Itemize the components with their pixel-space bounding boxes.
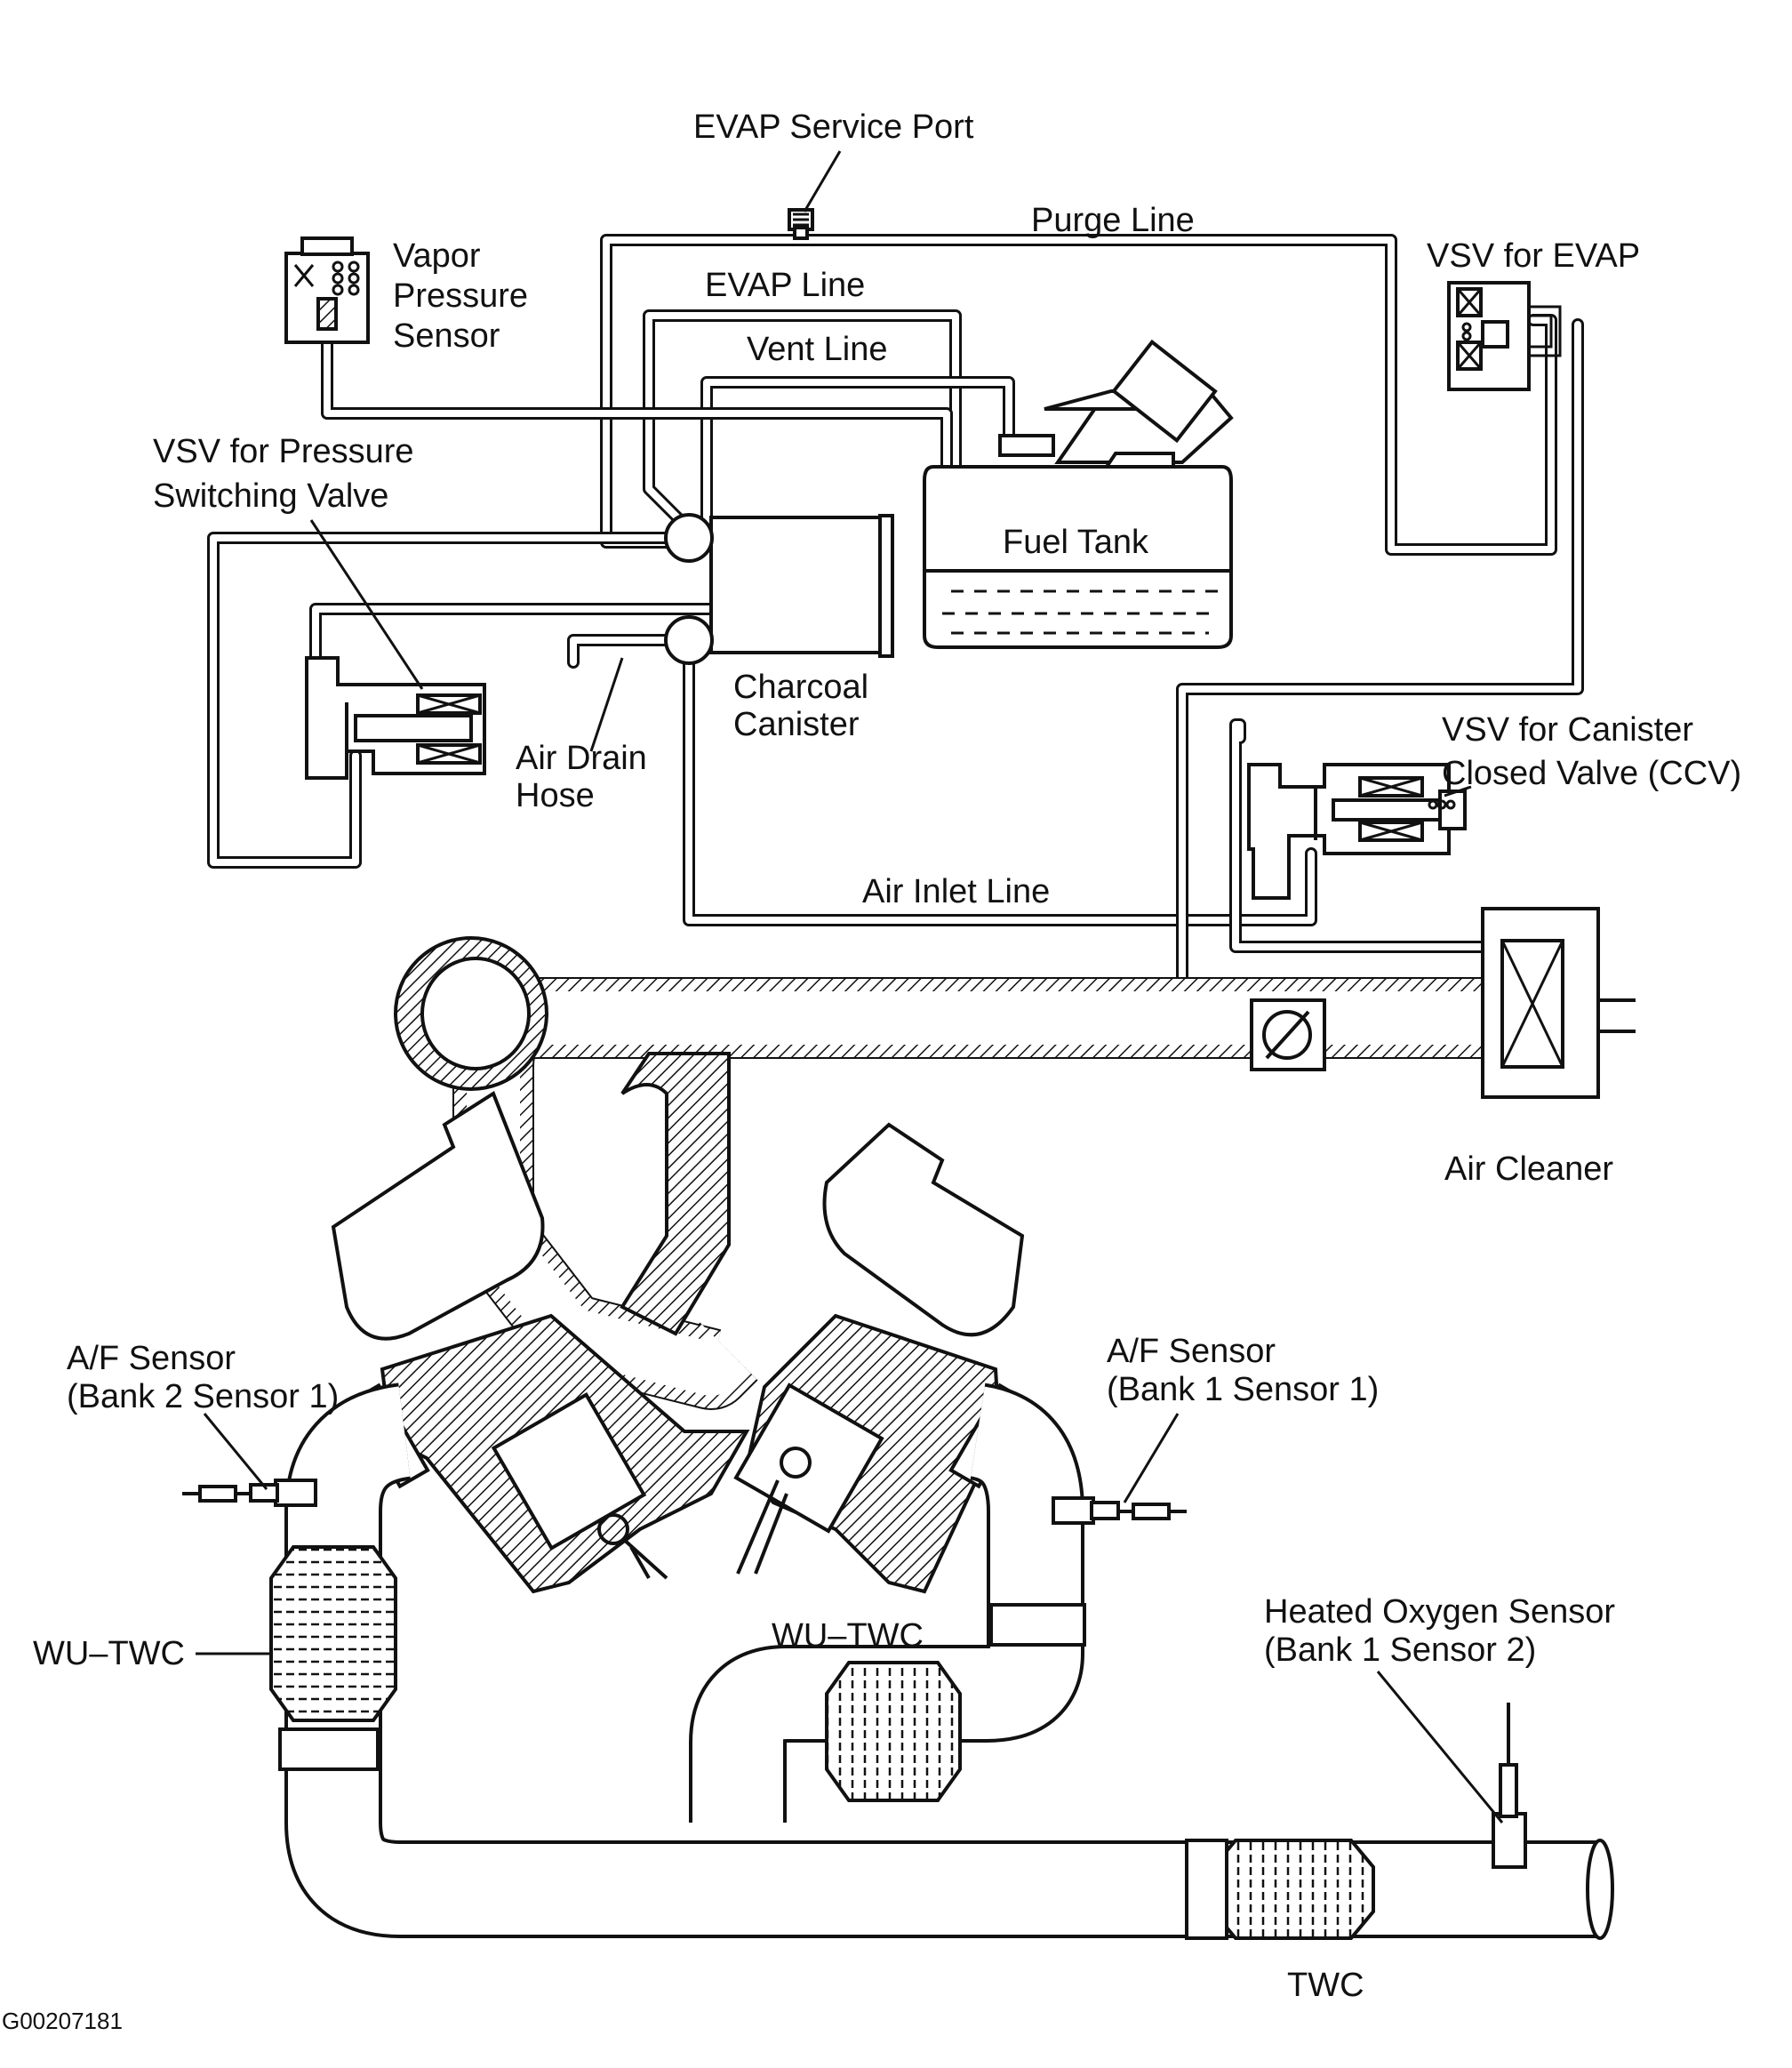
canister-valve-upper [664,513,714,563]
left-cam-cover [331,1091,545,1341]
label-vsv-pressure-1: VSV for Pressure [153,433,414,470]
label-vapor-pressure-sensor-3: Sensor [393,317,500,355]
engine [331,1091,1030,1594]
label-wu-twc-center: WU–TWC [772,1617,924,1655]
label-charcoal-canister-2: Canister [733,706,860,743]
label-air-drain-hose-2: Hose [516,777,595,814]
label-air-inlet-line: Air Inlet Line [862,873,1050,910]
label-evap-line: EVAP Line [705,267,865,304]
label-air-cleaner: Air Cleaner [1444,1150,1613,1188]
canister-valve-lower [664,615,714,665]
label-evap-service-port: EVAP Service Port [693,108,974,146]
label-vsv-for-evap: VSV for EVAP [1427,237,1640,275]
exhaust-system [182,1383,1614,1940]
intake-system [394,907,1636,1410]
label-air-drain-hose-1: Air Drain [516,740,647,777]
label-twc: TWC [1287,1967,1364,2004]
label-charcoal-canister-1: Charcoal [733,669,868,706]
af-sensor-bank2 [182,1479,317,1507]
af-sensor-bank1 [1052,1496,1187,1525]
label-heated-oxygen-1: Heated Oxygen Sensor [1264,1593,1615,1631]
label-heated-oxygen-2: (Bank 1 Sensor 2) [1264,1631,1536,1669]
label-vsv-canister-2: Closed Valve (CCV) [1442,755,1741,792]
wu-twc-center-converter [825,1661,962,1802]
fuel-tank [923,339,1234,649]
leader-lines [196,150,1504,1824]
label-vapor-pressure-sensor-2: Pressure [393,277,528,315]
labels: EVAP Service Port Purge Line VSV for EVA… [2,108,1741,2034]
label-fuel-tank: Fuel Tank [1003,524,1149,561]
vapor-lines [207,234,1584,998]
label-wu-twc-left: WU–TWC [33,1635,185,1672]
label-af-sensor-bank2-1: A/F Sensor [67,1340,236,1377]
vapor-pressure-sensor [284,236,370,344]
label-af-sensor-bank1-2: (Bank 1 Sensor 1) [1107,1371,1379,1408]
label-af-sensor-bank1-1: A/F Sensor [1107,1333,1276,1370]
charcoal-canister [664,513,894,665]
label-vent-line: Vent Line [747,331,887,368]
wu-twc-left-converter [269,1545,397,1722]
left-piston [491,1391,647,1551]
twc-converter [1212,1839,1375,1940]
label-purge-line: Purge Line [1031,202,1195,239]
figure-code: G00207181 [2,2008,123,2034]
evap-service-port [788,208,814,240]
right-cam-cover [822,1122,1025,1337]
label-vsv-pressure-2: Switching Valve [153,477,388,515]
vsv-for-evap-valve [1447,281,1562,391]
label-vapor-pressure-sensor-1: Vapor [393,237,481,275]
label-af-sensor-bank2-2: (Bank 2 Sensor 1) [67,1378,339,1415]
vsv-pressure-switching-valve [305,656,486,780]
heated-oxygen-sensor [1492,1703,1527,1869]
vsv-canister-closed-valve [1247,763,1467,900]
label-vsv-canister-1: VSV for Canister [1442,711,1693,749]
